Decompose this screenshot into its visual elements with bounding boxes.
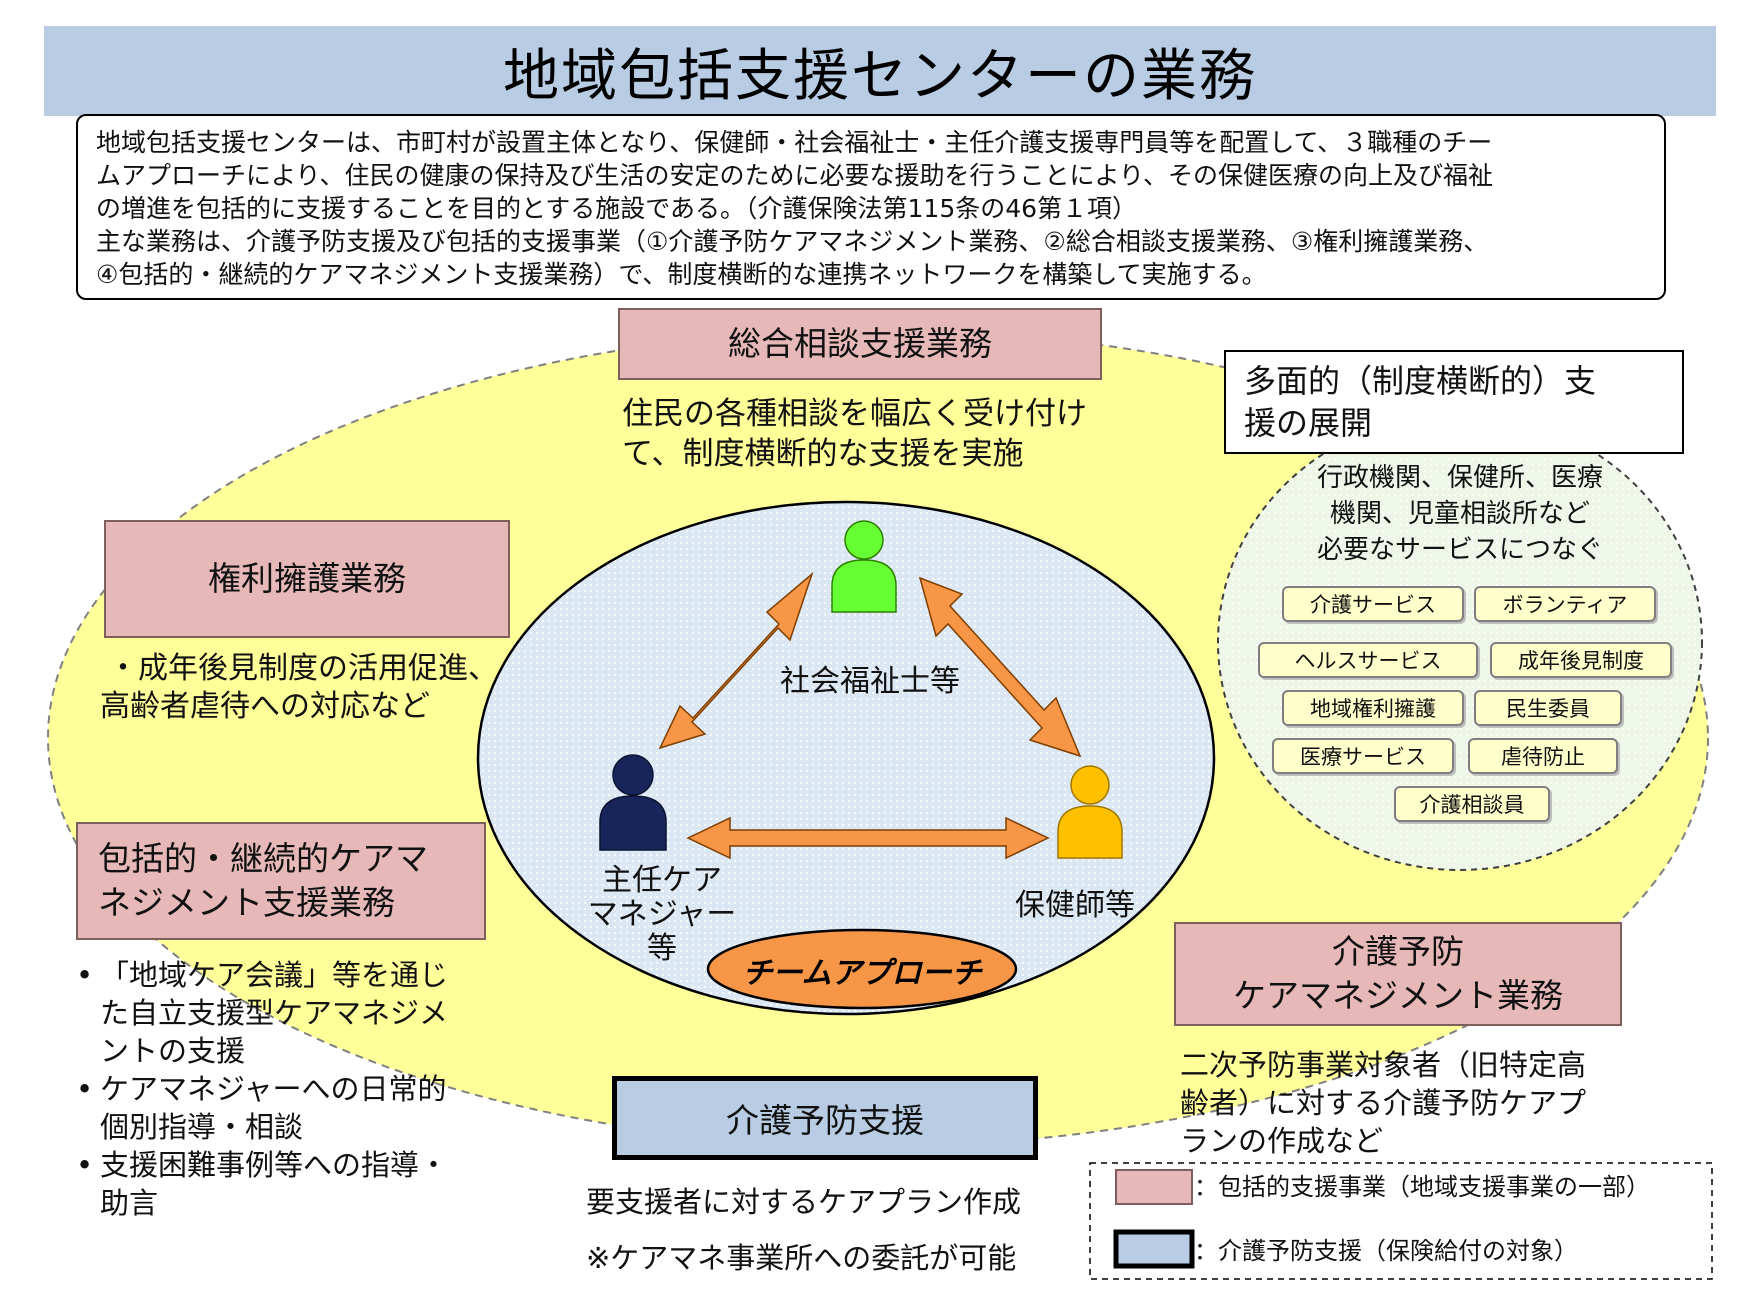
service-tag: 介護相談員 [1394,786,1550,822]
yobo-cm-desc: 二次予防事業対象者（旧特定高 齢者）に対する介護予防ケアプ ランの作成など [1180,1046,1650,1160]
role-line: 等 [647,931,677,966]
service-tag: ボランティア [1474,586,1656,622]
kenri-yogo-label: 権利擁護業務 [208,559,406,598]
yobo-shien-box: 介護予防支援 [612,1076,1038,1160]
desc-line: ・成年後見制度の活用促進、 [108,651,498,686]
yobo-shien-desc: 要支援者に対するケアプラン作成 ※ケアマネ事業所への委託が可能 [586,1174,1086,1286]
bullet-line: 助言 [100,1186,159,1220]
tamenteki-box: 多面的（制度横断的）支 援の展開 [1224,350,1684,454]
tamenteki-desc: 行政機関、保健所、医療 機関、児童相談所など 必要なサービスにつなぐ [1270,460,1650,568]
bullet-line: た自立支援型ケアマネジメ [100,996,449,1030]
legend-pink-label: ：包括的支援事業（地域支援事業の一部） [1194,1173,1650,1201]
page-title: 地域包括支援センターの業務 [503,43,1257,109]
nurse-label: 保健師等 [1015,888,1135,923]
intro-line: ムアプローチにより、住民の健康の保持及び生活の安定のために必要な援助を行うことに… [96,161,1494,190]
yobo-cm-label-line: ケアマネジメント業務 [1233,976,1563,1015]
list-item: ケアマネジャーへの日常的 個別指導・相談 [76,1070,516,1146]
tamenteki-title-line: 多面的（制度横断的）支 [1244,362,1597,400]
desc-line: 高齢者虐待への対応など [100,689,430,724]
kenri-yogo-desc: ・成年後見制度の活用促進、 高齢者虐待への対応など [100,650,520,726]
sogo-soudan-desc: 住民の各種相談を幅広く受け付け て、制度横断的な支援を実施 [622,394,1142,474]
desc-line: 機関、児童相談所など [1329,499,1590,529]
intro-line: 主な業務は、介護予防支援及び包括的支援事業（①介護予防ケアマネジメント業務、②総… [96,227,1489,256]
double-arrow-icon [918,576,1082,758]
care-manager-label: 主任ケア マネジャー 等 [572,864,752,966]
legend-pink-swatch [1115,1169,1193,1205]
person-icon [1057,765,1123,859]
bullet-line: 支援困難事例等への指導・ [100,1148,449,1182]
desc-line: 必要なサービスにつなぐ [1316,535,1603,565]
sogo-soudan-box: 総合相談支援業務 [618,308,1102,380]
intro-line: ④包括的・継続的ケアマネジメント支援業務）で、制度横断的な連携ネットワークを構築… [96,260,1267,289]
desc-line: 住民の各種相談を幅広く受け付け [622,396,1087,432]
team-approach-label: チームアプローチ [742,956,982,991]
person-icon [831,520,897,613]
service-tag: 地域権利擁護 [1282,690,1464,726]
double-arrow-icon [658,571,814,750]
desc-line: 行政機関、保健所、医療 [1316,463,1603,493]
sogo-soudan-label: 総合相談支援業務 [728,324,992,363]
role-line: マネジャー [587,897,737,932]
desc-line: 二次予防事業対象者（旧特定高 [1180,1048,1587,1082]
list-item: 「地域ケア会議」等を通じ た自立支援型ケアマネジメ ントの支援 [76,956,516,1070]
bullet-line: 「地域ケア会議」等を通じ [100,958,449,992]
yobo-cm-label-line: 介護予防 [1332,932,1464,971]
hokatsu-keizoku-box: 包括的・継続的ケアマ ネジメント支援業務 [76,822,486,940]
list-item: 支援困難事例等への指導・ 助言 [76,1146,516,1222]
service-tag: 民生委員 [1474,690,1622,726]
hokatsu-label-line: 包括的・継続的ケアマ [98,839,428,878]
desc-line: ※ケアマネ事業所への委託が可能 [586,1241,1017,1275]
hokatsu-label-line: ネジメント支援業務 [98,883,395,922]
yobo-caremanagement-box: 介護予防 ケアマネジメント業務 [1174,922,1622,1026]
service-tag: 虐待防止 [1468,738,1618,774]
desc-line: 齢者）に対する介護予防ケアプ [1180,1086,1587,1120]
center-ellipse [476,500,1216,1016]
tamenteki-title-line: 援の展開 [1244,404,1373,442]
role-line: 主任ケア [602,863,722,898]
intro-line: の増進を包括的に支援することを目的とする施設である。（介護保険法第115条の46… [96,194,1138,223]
desc-line: 要支援者に対するケアプラン作成 [586,1185,1022,1219]
intro-box: 地域包括支援センターは、市町村が設置主体となり、保健師・社会福祉士・主任介護支援… [76,114,1666,300]
legend-blue-swatch [1113,1229,1195,1269]
team-approach-oval [706,928,1018,1010]
person-icon [599,754,667,851]
desc-line: て、制度横断的な支援を実施 [622,436,1024,472]
yobo-shien-label: 介護予防支援 [726,1101,924,1140]
hokatsu-bullets: 「地域ケア会議」等を通じ た自立支援型ケアマネジメ ントの支援 ケアマネジャーへ… [76,956,516,1222]
service-tag: 介護サービス [1282,586,1464,622]
desc-line: ランの作成など [1180,1124,1384,1158]
double-arrow-icon [686,816,1050,860]
service-tag: 医療サービス [1272,738,1454,774]
bullet-line: ントの支援 [100,1034,246,1068]
kenri-yogo-box: 権利擁護業務 [104,520,510,638]
title-bar: 地域包括支援センターの業務 [44,26,1716,116]
bullet-line: 個別指導・相談 [100,1110,304,1144]
intro-line: 地域包括支援センターは、市町村が設置主体となり、保健師・社会福祉士・主任介護支援… [96,128,1493,157]
service-tag: 成年後見制度 [1490,642,1672,678]
service-tag: ヘルスサービス [1258,642,1478,678]
social-worker-label: 社会福祉士等 [780,664,960,699]
bullet-line: ケアマネジャーへの日常的 [100,1072,447,1106]
legend-blue-label: ：介護予防支援（保険給付の対象） [1194,1237,1578,1265]
